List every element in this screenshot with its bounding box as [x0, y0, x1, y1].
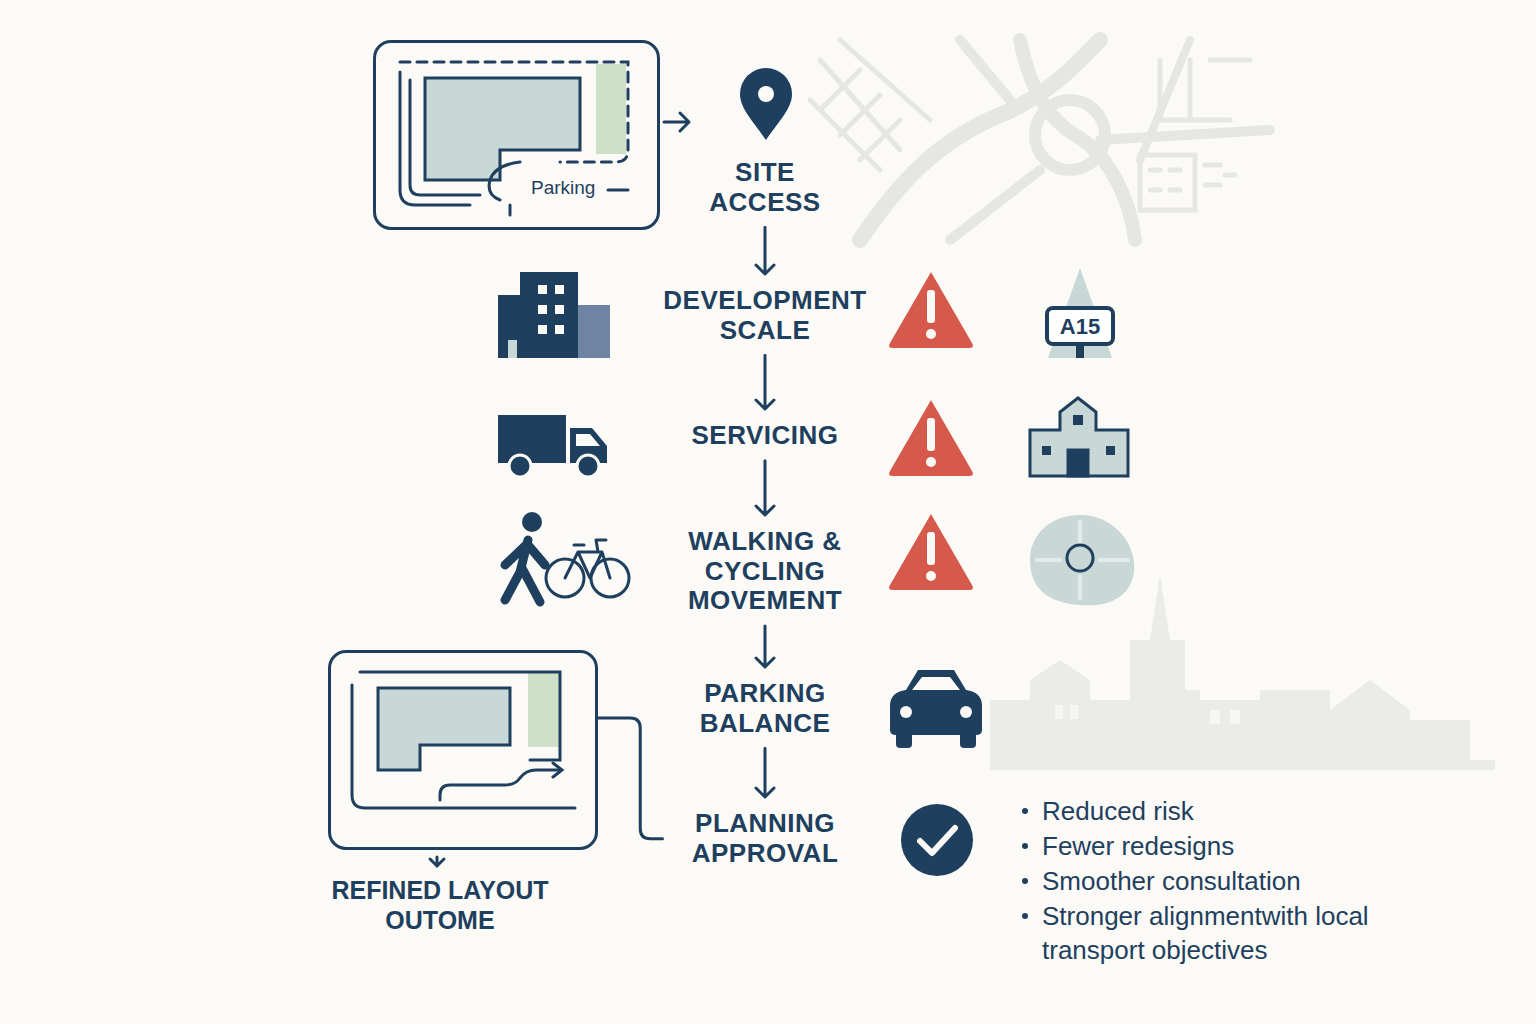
bullet-dot: [1022, 878, 1028, 884]
planning-approval-label: PLANNING APPROVAL: [673, 809, 858, 868]
connector: [664, 113, 689, 131]
development-scale-label: DEVELOPMENT SCALE: [658, 286, 873, 345]
site-plan-box: Parking: [373, 40, 660, 230]
step-label: WALKING & CYCLING MOVEMENT: [675, 527, 855, 616]
connector: [756, 227, 774, 274]
refined-plan-box: REFINED LAYOUT OUTOME: [328, 650, 598, 850]
road-number: A15: [1049, 312, 1111, 341]
parking-balance-label: PARKING BALANCE: [675, 679, 855, 738]
town-skyline: [990, 575, 1495, 770]
servicing-label: SERVICING: [645, 421, 885, 451]
bullet-dot: [1022, 808, 1028, 814]
benefit-item: Reduced risk: [1042, 794, 1462, 828]
outcome-heading: REFINED LAYOUT OUTOME: [315, 875, 565, 935]
roundabout-icon: [1030, 515, 1134, 605]
site-plan-drawing: [400, 62, 628, 215]
step-label: SERVICING: [645, 421, 885, 451]
bullet-dot: [1022, 843, 1028, 849]
location-pin: [740, 68, 792, 140]
connector: [598, 718, 663, 839]
step-label: SITE ACCESS: [685, 158, 845, 217]
step-label: PARKING BALANCE: [675, 679, 855, 738]
road-sign: [1047, 268, 1113, 358]
step-label: DEVELOPMENT SCALE: [658, 286, 873, 345]
warning-icons: [889, 272, 973, 590]
civic-building-icon: [1030, 398, 1128, 476]
bullet-dot: [1022, 913, 1028, 919]
green-strip: [596, 64, 626, 154]
check-icon: [901, 804, 973, 876]
step-label: PLANNING APPROVAL: [673, 809, 858, 868]
site-access-label: SITE ACCESS: [685, 80, 845, 217]
refined-plan-drawing: [352, 672, 575, 866]
benefit-item: Smoother consultation: [1042, 864, 1462, 898]
connector: [756, 355, 774, 409]
walker-bike-icon: [505, 512, 629, 602]
building-icon: [498, 272, 610, 358]
plan-label: Parking: [528, 177, 598, 199]
car-icon: [890, 670, 982, 748]
connector: [756, 626, 774, 667]
walking-cycling-label: WALKING & CYCLING MOVEMENT: [675, 527, 855, 616]
benefit-item: Stronger alignmentwith local transport o…: [1042, 899, 1412, 968]
map-background: [810, 40, 1270, 240]
truck-icon: [498, 415, 607, 477]
benefit-item: Fewer redesigns: [1042, 829, 1462, 863]
connector: [756, 748, 774, 797]
connector: [756, 461, 774, 515]
